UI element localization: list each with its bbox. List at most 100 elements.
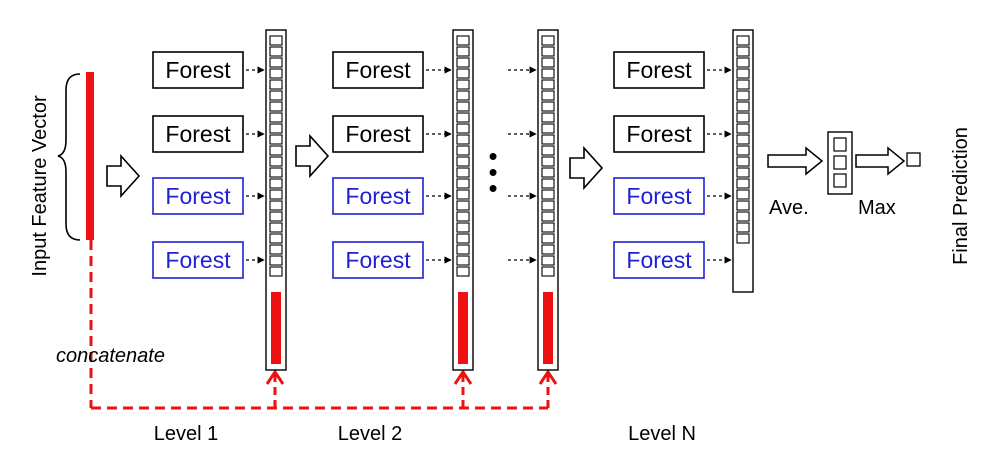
final-prediction-cell [906, 152, 921, 167]
feature-cell [269, 266, 283, 277]
forest-label: Forest [345, 247, 411, 273]
feature-cell [456, 68, 470, 79]
feature-cell [541, 46, 555, 57]
feature-cell [456, 57, 470, 68]
feature-cell [456, 211, 470, 222]
feature-cell [269, 233, 283, 244]
concat-arrowhead-2 [453, 369, 473, 385]
feature-cell [736, 156, 750, 167]
average-label: Ave. [769, 197, 809, 219]
level-n-label: Level N [628, 423, 696, 445]
forest-box: Forest [152, 177, 244, 215]
concatenate-label: concatenate [56, 345, 165, 367]
feature-cell [456, 200, 470, 211]
feature-cell [541, 57, 555, 68]
dashed-inputs-intermediate [508, 66, 537, 264]
input-feature-bar [86, 72, 94, 240]
feature-cell [269, 101, 283, 112]
feature-cell [456, 123, 470, 134]
forest-box: Forest [613, 241, 705, 279]
concat-bar-level-1 [271, 292, 281, 364]
forest-label: Forest [626, 247, 692, 273]
average-arrow [767, 146, 824, 176]
feature-cell [269, 112, 283, 123]
feature-cell [736, 90, 750, 101]
feature-cell [456, 101, 470, 112]
feature-cell [541, 233, 555, 244]
forest-box-border [332, 115, 424, 153]
feature-cell [736, 167, 750, 178]
feature-cell [736, 68, 750, 79]
forest-label: Forest [345, 121, 411, 147]
forest-box: Forest [152, 51, 244, 89]
max-arrow [855, 146, 906, 176]
feature-cell [736, 79, 750, 90]
feature-cells-level-1 [269, 35, 283, 277]
feature-cell [541, 90, 555, 101]
feature-cells-level-2 [456, 35, 470, 277]
forest-label: Forest [165, 247, 231, 273]
feature-cell [456, 156, 470, 167]
forest-box: Forest [332, 115, 424, 153]
feature-cell [541, 123, 555, 134]
feature-cell [541, 266, 555, 277]
forest-box-border [613, 51, 705, 89]
level-2-label: Level 2 [338, 423, 403, 445]
forest-label: Forest [165, 183, 231, 209]
max-label: Max [858, 197, 896, 219]
feature-cell [269, 145, 283, 156]
feature-cell [736, 134, 750, 145]
feature-cell [456, 35, 470, 46]
feature-cell [269, 211, 283, 222]
feature-cell [456, 145, 470, 156]
feature-cell [541, 167, 555, 178]
feature-cell [541, 145, 555, 156]
feature-cell [269, 57, 283, 68]
feature-cell [541, 189, 555, 200]
feature-cell [269, 35, 283, 46]
block-arrow-to-level-2 [295, 133, 330, 179]
feature-cell [269, 79, 283, 90]
forest-box: Forest [152, 241, 244, 279]
feature-cells-level-n [736, 35, 750, 244]
input-feature-label: Input Feature Vector [29, 95, 51, 277]
feature-cell [269, 90, 283, 101]
feature-cell [269, 178, 283, 189]
forest-box: Forest [152, 115, 244, 153]
feature-cell [269, 222, 283, 233]
level-1-label: Level 1 [154, 423, 219, 445]
averaged-cell [833, 137, 847, 152]
level-intermediate: ••• [488, 29, 559, 371]
feature-cell [456, 266, 470, 277]
forest-box-border [613, 177, 705, 215]
feature-cell [269, 167, 283, 178]
feature-cell [541, 211, 555, 222]
forest-box-border [613, 241, 705, 279]
feature-cell [736, 222, 750, 233]
feature-cell [269, 200, 283, 211]
feature-cell [269, 156, 283, 167]
input-brace [57, 73, 81, 241]
forest-box: Forest [613, 177, 705, 215]
feature-cell [736, 178, 750, 189]
feature-cell [541, 101, 555, 112]
forest-box: Forest [332, 177, 424, 215]
feature-cell [736, 189, 750, 200]
feature-cell [456, 222, 470, 233]
feature-cell [541, 200, 555, 211]
concat-bar-level-2 [458, 292, 468, 364]
vertical-ellipsis: ••• [488, 141, 497, 203]
feature-cell [269, 255, 283, 266]
feature-cell [736, 112, 750, 123]
forest-box: Forest [613, 51, 705, 89]
feature-cell [736, 101, 750, 112]
feature-cell [456, 178, 470, 189]
block-arrow-to-level-n [569, 145, 604, 191]
feature-cell [456, 46, 470, 57]
feature-cell [541, 79, 555, 90]
feature-cell [269, 123, 283, 134]
feature-cell [456, 90, 470, 101]
